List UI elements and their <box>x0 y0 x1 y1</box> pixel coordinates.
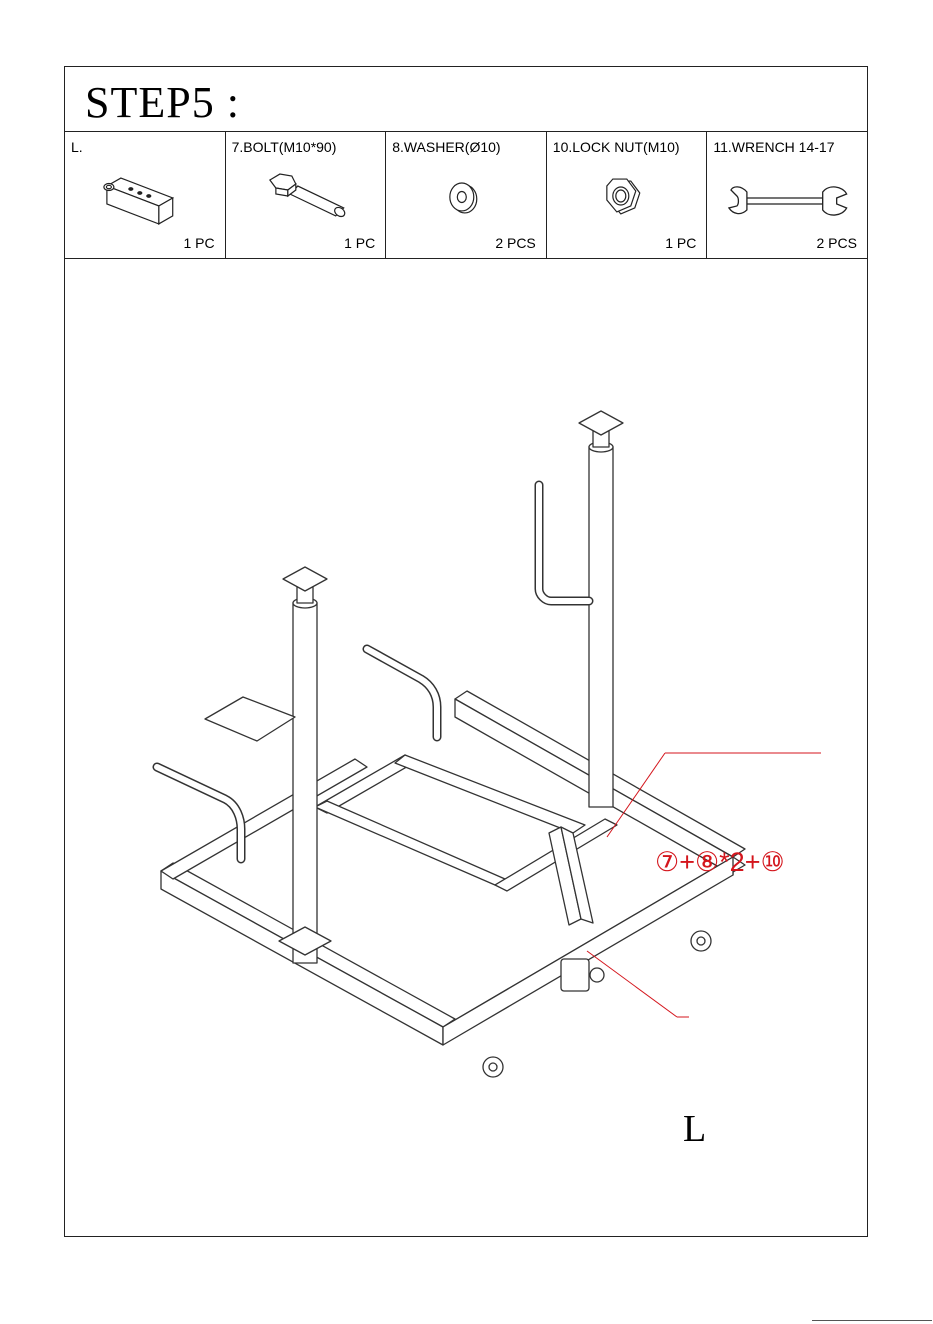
part-qty: 2 PCS <box>817 235 857 251</box>
assembly-diagram: ⑦+⑧*2+⑩ L <box>65 259 867 1236</box>
step-title: STEP5 : <box>85 77 240 128</box>
bracket-tube-icon <box>65 158 225 233</box>
lock-nut-icon <box>547 158 707 233</box>
hardware-callout: ⑦+⑧*2+⑩ <box>655 847 785 878</box>
parts-row: L. 1 PC 7.BOLT(M10*90) <box>65 132 867 259</box>
part-washer: 8.WASHER(Ø10) 2 PCS <box>386 132 547 258</box>
part-qty: 1 PC <box>344 235 375 251</box>
washer-icon <box>386 158 546 233</box>
step-frame: STEP5 : L. 1 PC 7.BOLT(M10*90) <box>64 66 868 1237</box>
part-qty: 1 PC <box>183 235 214 251</box>
part-lock-nut: 10.LOCK NUT(M10) 1 PC <box>547 132 708 258</box>
part-l-label: L <box>683 1107 706 1151</box>
part-label: 7.BOLT(M10*90) <box>232 139 337 155</box>
part-label: 8.WASHER(Ø10) <box>392 139 500 155</box>
part-bolt: 7.BOLT(M10*90) 1 PC <box>226 132 387 258</box>
part-qty: 2 PCS <box>495 235 535 251</box>
part-label: 10.LOCK NUT(M10) <box>553 139 680 155</box>
wrench-icon <box>707 158 867 233</box>
part-qty: 1 PC <box>665 235 696 251</box>
title-row: STEP5 : <box>65 67 867 132</box>
part-wrench: 11.WRENCH 14-17 2 PCS <box>707 132 867 258</box>
part-label: L. <box>71 139 83 155</box>
frame-drawing <box>65 259 869 1236</box>
footer-divider <box>812 1320 932 1321</box>
part-l: L. 1 PC <box>65 132 226 258</box>
bolt-icon <box>226 158 386 233</box>
part-label: 11.WRENCH 14-17 <box>713 139 834 155</box>
